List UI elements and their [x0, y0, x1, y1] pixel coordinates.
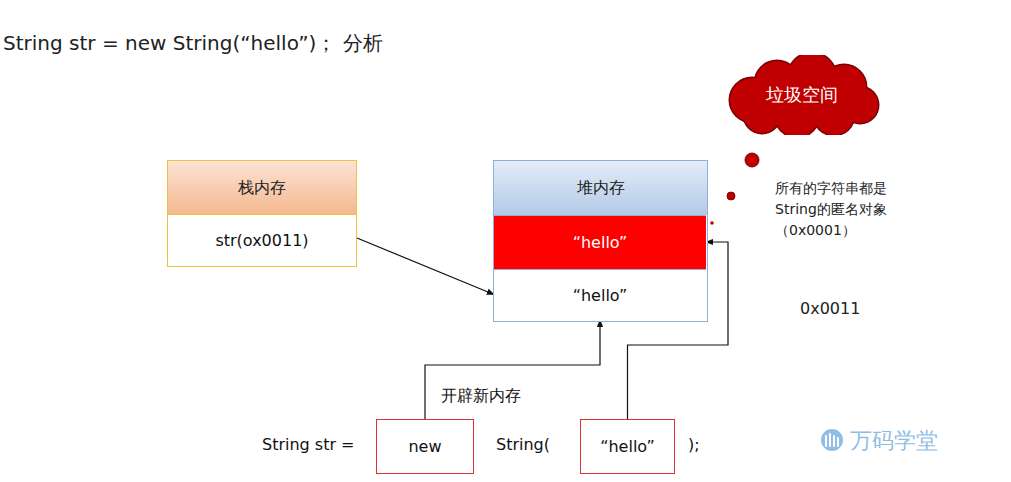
node-text: “hello”	[600, 437, 655, 456]
watermark-logo	[821, 429, 843, 451]
node-text: “hello”	[573, 286, 628, 305]
node-text: new	[408, 437, 441, 456]
literal-box: “hello”	[580, 419, 675, 474]
code-text: String str =	[262, 435, 355, 454]
heap-cell-red: “hello”	[494, 215, 706, 269]
thought-dot	[745, 153, 759, 167]
heap-cell: “hello”	[494, 269, 706, 320]
garbage-cloud: 垃圾空间	[722, 55, 882, 135]
address-label: 0x0011	[800, 299, 860, 318]
memory-header: 栈内存	[168, 161, 356, 215]
edge-label: 开辟新内存	[439, 386, 523, 407]
memory-header: 堆内存	[494, 161, 707, 215]
node-text: “hello”	[573, 233, 628, 252]
node-text: str(ox0011)	[168, 215, 356, 266]
page-title: String str = new String(“hello”)； 分析	[3, 30, 383, 57]
code-text: String(	[496, 435, 550, 454]
callout-note: 所有的字符串都是 String的匿名对象 （0x0001）	[775, 178, 915, 241]
code-text: );	[688, 435, 700, 454]
new-box: new	[376, 419, 474, 474]
thought-dot	[727, 192, 735, 200]
node-text: 垃圾空间	[766, 83, 838, 107]
heap-box: 堆内存 “hello” “hello”	[493, 160, 708, 322]
connector-arrow	[425, 320, 600, 419]
connector-arrow	[357, 238, 494, 295]
stack-box: 栈内存str(ox0011)	[167, 160, 357, 267]
watermark: 万码学堂	[850, 426, 938, 456]
thought-dot	[710, 221, 714, 225]
